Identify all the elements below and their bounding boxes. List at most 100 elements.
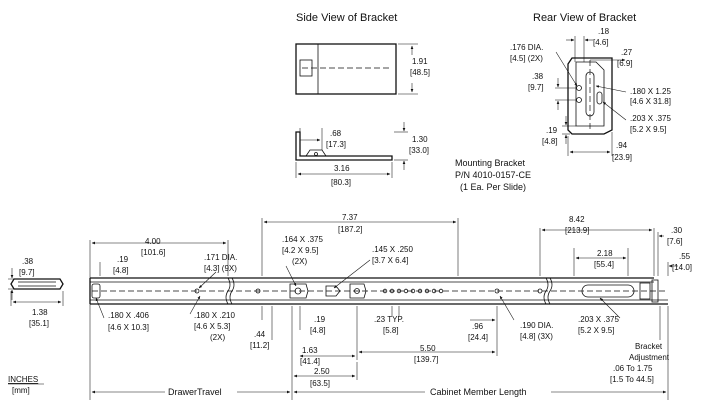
- dim-2-18-in: 2.18: [597, 249, 613, 258]
- rear-top-in: .18: [598, 27, 610, 36]
- dim-2-50-in: 2.50: [314, 367, 330, 376]
- rear-spacing-dimension: .38 [9.7]: [528, 72, 576, 110]
- dim-2-50: 2.50 [63.5]: [293, 362, 358, 388]
- side-height-in: 1.91: [412, 57, 428, 66]
- dim-1-63: 1.63 [41.4]: [299, 306, 358, 366]
- side-width-dimension: 3.16 [80.3]: [295, 162, 393, 187]
- side-view-bracket-top: [295, 43, 397, 95]
- bracket-adjustment-note: Bracket Adjustment .06 To 1.75 [1.5 To 4…: [610, 306, 670, 384]
- rear-width-in: .94: [616, 141, 628, 150]
- dim-19a-mm: [4.8]: [113, 266, 129, 275]
- hole171-in: .171 DIA.: [204, 253, 237, 262]
- slot180-in: .180 X .406: [108, 311, 149, 320]
- side-depth-dimension: 1.30 [33.0]: [394, 122, 429, 170]
- slot145-mm: [3.7 X 6.4]: [372, 256, 408, 265]
- dim-2-18-mm: [55.4]: [594, 260, 614, 269]
- side-view-bracket-bottom: [295, 131, 393, 161]
- dim-19b-mm: [4.8]: [310, 326, 326, 335]
- rear-spacing-mm: [9.7]: [528, 83, 544, 92]
- dim-8-42-mm: [213.9]: [565, 226, 589, 235]
- dim-44-mm: [11.2]: [250, 341, 269, 350]
- dim-19a: .19 [4.8]: [99, 255, 129, 276]
- rear-bottom-mm: [4.8]: [542, 137, 558, 146]
- mounting-bracket-line3: (1 Ea. Per Slide): [460, 182, 526, 192]
- dim-23-mm: [5.8]: [383, 326, 399, 335]
- dim-1-63-in: 1.63: [302, 346, 318, 355]
- dim-96-in: .96: [472, 322, 484, 331]
- dim-23-typ: .23 TYP. [5.8]: [374, 306, 404, 335]
- dim-30: .30 [7.6]: [657, 226, 683, 276]
- end-width-mm: [35.1]: [29, 319, 49, 328]
- slot203-mm: [5.2 X 9.5]: [578, 326, 614, 335]
- side-width-mm: [80.3]: [331, 178, 351, 187]
- slide-body: [89, 277, 668, 305]
- side-height-dimension: 1.91 [48.5]: [398, 43, 430, 95]
- dim-4-00: 4.00 [101.6]: [91, 237, 229, 276]
- dim-23-in: .23 TYP.: [374, 315, 404, 324]
- dim-55: .55 [14.0]: [667, 252, 692, 276]
- dim-8-42-in: 8.42: [569, 215, 585, 224]
- dim-2-50-mm: [63.5]: [310, 379, 330, 388]
- adj-line3: .06 To 1.75: [613, 364, 653, 373]
- dim-19b: .19 [4.8]: [299, 306, 326, 335]
- units-mm: [mm]: [12, 386, 30, 395]
- units-legend: INCHES [mm]: [8, 375, 44, 395]
- dim-7-37-in: 7.37: [342, 213, 358, 222]
- slot180-mm: [4.6 X 10.3]: [108, 323, 149, 332]
- side-width-in: 3.16: [334, 164, 350, 173]
- callout-145-slot: .145 X .250 [3.7 X 6.4]: [333, 245, 413, 289]
- hole171-mm: [4.3] (9X): [204, 264, 237, 273]
- cabinet-length-dimension: Cabinet Member Length: [293, 386, 667, 398]
- rear-top-mm: [4.6]: [593, 38, 609, 47]
- dim-44: .44 [11.2]: [250, 306, 273, 350]
- dim-1-63-mm: [41.4]: [300, 357, 320, 366]
- dim-4-00-mm: [101.6]: [141, 248, 165, 257]
- slot180b-in: .180 X .210: [194, 311, 235, 320]
- rear-width-mm: [23.9]: [612, 153, 632, 162]
- dim-55-mm: [14.0]: [672, 263, 692, 272]
- adj-line2: Adjustment: [629, 353, 670, 362]
- side-flange-in: .68: [330, 129, 342, 138]
- hole190-in: .190 DIA.: [520, 321, 553, 330]
- rear-view-bracket: [567, 57, 613, 135]
- rear-bottom-in: .19: [546, 126, 558, 135]
- dim-19a-in: .19: [117, 255, 129, 264]
- dim-30-mm: [7.6]: [667, 237, 683, 246]
- rear-offset-in: .27: [621, 48, 633, 57]
- rear-bottom-dimension: .19 [4.8]: [542, 116, 576, 146]
- units-inches: INCHES: [8, 375, 38, 384]
- rear-slot1-mm: [4.6 X 31.8]: [630, 97, 671, 106]
- dim-5-50-in: 5.50: [420, 344, 436, 353]
- dim-7-37: 7.37 [187.2]: [263, 213, 457, 234]
- callout-164-slot: .164 X .375 [4.2 X 9.5] (2X): [282, 235, 323, 287]
- callout-180-210: .180 X .210 [4.6 X 5.3] (2X): [189, 295, 235, 342]
- mounting-bracket-line1: Mounting Bracket: [455, 158, 526, 168]
- slide-end-view: [10, 278, 64, 290]
- rear-slot1-in: .180 X 1.25: [630, 87, 671, 96]
- dim-5-50-mm: [139.7]: [414, 355, 438, 364]
- dim-7-37-mm: [187.2]: [338, 225, 362, 234]
- side-height-mm: [48.5]: [410, 68, 430, 77]
- extension-lines: [89, 218, 669, 400]
- dim-19b-in: .19: [314, 315, 326, 324]
- slot180b-qty: (2X): [210, 333, 225, 342]
- rear-slot2-in: .203 X .375: [630, 114, 671, 123]
- rear-top-dimension: .18 [4.6]: [566, 27, 610, 62]
- side-depth-in: 1.30: [412, 135, 428, 144]
- rear-view-title: Rear View of Bracket: [533, 12, 636, 24]
- end-height-mm: [9.7]: [19, 268, 35, 277]
- slot164-mm: [4.2 X 9.5]: [282, 246, 318, 255]
- side-depth-mm: [33.0]: [409, 146, 429, 155]
- slot164-in: .164 X .375: [282, 235, 323, 244]
- rear-offset-mm: [6.9]: [617, 59, 633, 68]
- callout-171-dia: .171 DIA. [4.3] (9X): [198, 253, 237, 289]
- slot145-in: .145 X .250: [372, 245, 413, 254]
- side-flange-dimension: .68 [17.3]: [299, 128, 346, 150]
- dim-30-in: .30: [671, 226, 683, 235]
- rear-slot2-callout: .203 X .375 [5.2 X 9.5]: [602, 101, 671, 134]
- rear-hole-dia-mm: [4.5] (2X): [510, 54, 543, 63]
- side-view-title: Side View of Bracket: [296, 12, 397, 24]
- drawer-travel-dimension: DrawerTravel: [91, 386, 291, 398]
- end-height-in: .38: [22, 257, 34, 266]
